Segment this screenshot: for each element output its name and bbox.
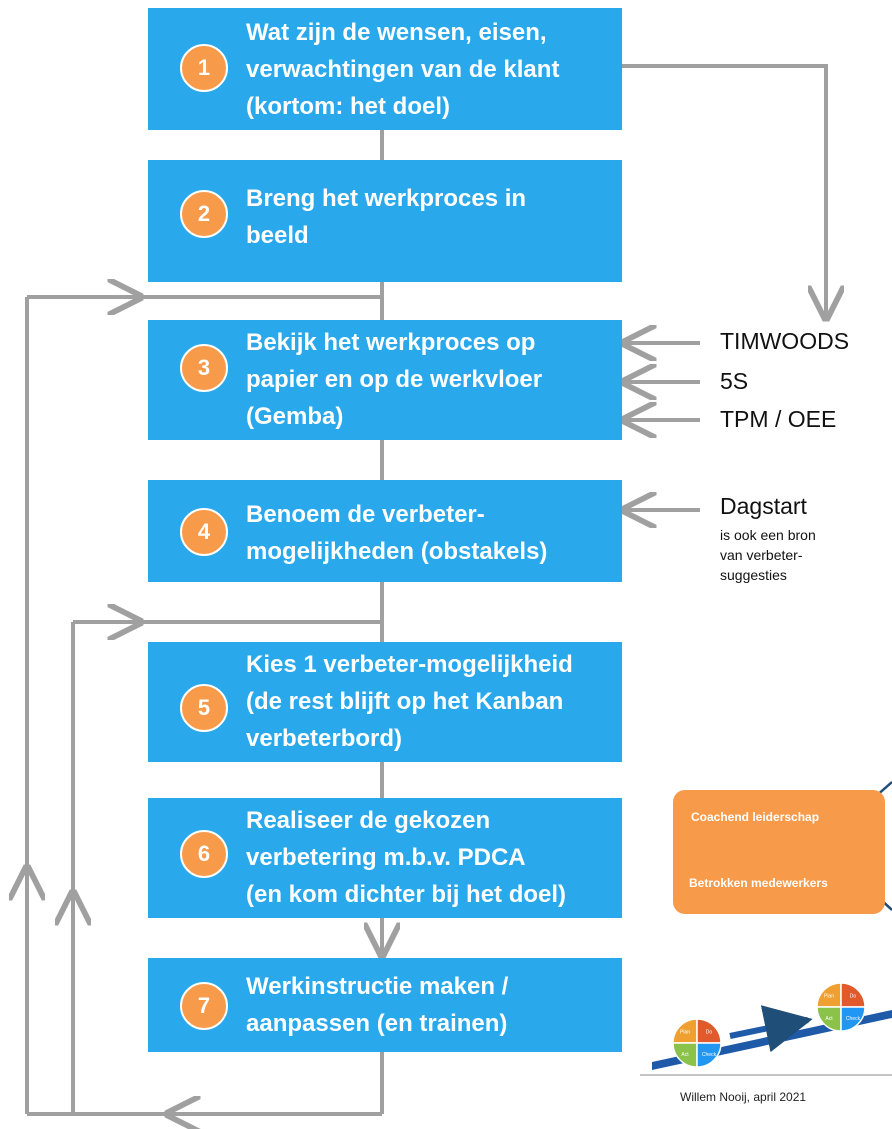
pdca-quadrant-label: Check [846,1016,861,1022]
dagstart-label: Dagstart [720,493,807,519]
step-1-number-badge: 1 [180,44,228,92]
step-5-label: Kies 1 verbeter-mogelijkheid (de rest bl… [246,651,573,752]
step-3-box: 3 Bekijk het werkproces op papier en op … [148,320,622,440]
pdca-quadrant-label: Check [702,1052,717,1058]
step-4-number-badge: 4 [180,508,228,556]
step-7-number-badge: 7 [180,982,228,1030]
step-6-label: Realiseer de gekozen verbetering m.b.v. … [246,807,567,908]
step-5-box: 5 Kies 1 verbeter-mogelijkheid (de rest … [148,642,622,762]
pdca-quadrant [840,1006,866,1032]
pdca-quadrant [816,1006,842,1032]
pdca-quadrant-label: Act [825,1016,833,1022]
pdca-progress-arrow [729,1005,813,1053]
pdca-quadrant-label: Act [681,1052,689,1058]
step-1-label: Wat zijn de wensen, eisen, verwachtingen… [246,19,560,120]
step-2-label: Breng het werkproces in beeld [246,185,527,249]
pdca-quadrant-label: Do [850,993,857,999]
pdca-quadrant [840,982,866,1008]
pdca-quadrant [672,1018,698,1044]
step-3-label: Bekijk het werkproces op papier en op de… [246,329,543,430]
step-5-number-badge: 5 [180,684,228,732]
author-credit: Willem Nooij, april 2021 [680,1090,807,1104]
pdca-quadrant-label: Plan [680,1029,690,1035]
step-4-label: Benoem de verbeter- mogelijkheden (obsta… [246,501,548,565]
pdca-quadrant [696,1018,722,1044]
goal-to-timwoods-connector [622,64,826,318]
pdca-quadrant [672,1042,698,1068]
timwoods-label: TIMWOODS [720,328,850,354]
step-4-box: 4 Benoem de verbeter- mogelijkheden (obs… [148,480,622,582]
coaching-leadership-label: Coachend leiderschap [691,810,820,824]
step-6-box: 6 Realiseer de gekozen verbetering m.b.v… [148,798,622,918]
step-6-number-badge: 6 [180,830,228,878]
pdca-quadrant [816,982,842,1008]
step-2-number-badge: 2 [180,190,228,238]
step-7-box: 7 Werkinstructie maken / aanpassen (en t… [148,958,622,1052]
pdca-quadrant-label: Plan [824,993,834,999]
step-2-box: 2 Breng het werkproces in beeld [148,160,622,282]
dagstart-note: is ook een bron van verbeter- suggesties [720,527,816,583]
tpm-oee-label: TPM / OEE [720,406,837,432]
step-1-box: 1 Wat zijn de wensen, eisen, verwachting… [148,8,622,130]
pdca-quadrant-label: Do [706,1029,713,1035]
five-s-label: 5S [720,368,749,394]
culture-box: Coachend leiderschap Betrokken medewerke… [673,790,885,914]
step-3-number-badge: 3 [180,344,228,392]
engaged-employees-label: Betrokken medewerkers [689,876,828,890]
step-7-label: Werkinstructie maken / aanpassen (en tra… [246,973,509,1037]
pdca-quadrant [696,1042,722,1068]
